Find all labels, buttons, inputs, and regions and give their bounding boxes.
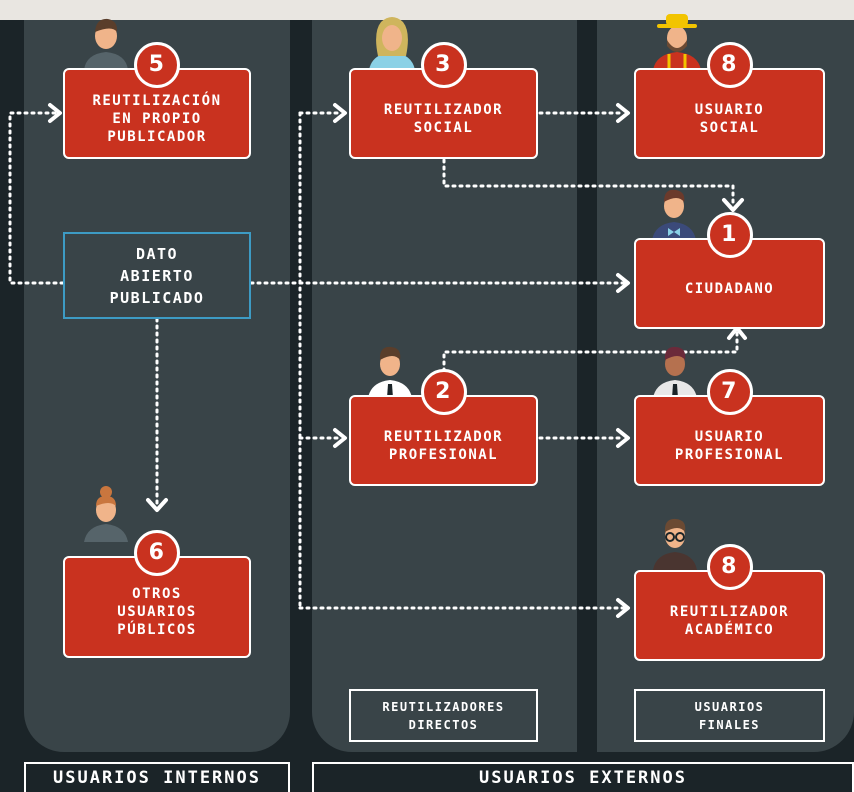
column-divider <box>577 20 597 752</box>
arrowhead-professional-reuser <box>333 428 347 448</box>
top-strip <box>0 0 854 20</box>
node-academic-reuser: 8 REUTILIZADOR ACADÉMICO <box>634 544 825 661</box>
person-man-icon <box>84 18 128 70</box>
arrowhead-other-public <box>146 498 168 512</box>
node-number-badge: 2 <box>420 369 467 415</box>
node-citizen: 1 CIUDADANO <box>634 212 825 329</box>
node-label: USUARIO SOCIAL <box>694 101 765 136</box>
person-woman-blonde-icon <box>369 17 415 70</box>
node-number-badge: 3 <box>420 42 467 88</box>
node-label: REUTILIZADOR ACADÉMICO <box>669 603 790 638</box>
arrowhead-professional-user <box>616 428 630 448</box>
node-other-public-users: 6 OTROS USUARIOS PÚBLICOS <box>63 530 251 658</box>
node-professional-user: 7 USUARIO PROFESIONAL <box>634 369 825 486</box>
arrowhead-social-reuser <box>333 103 347 123</box>
source-label: DATO ABIERTO PUBLICADO <box>109 244 205 307</box>
person-glasses-icon <box>653 518 697 570</box>
node-number-badge: 1 <box>706 212 753 258</box>
person-woman-bun-icon <box>84 486 128 542</box>
person-bowtie-icon <box>652 189 696 240</box>
arrowhead-citizen-top <box>722 198 744 212</box>
open-data-source-node: DATO ABIERTO PUBLICADO <box>63 232 251 319</box>
node-number-badge: 7 <box>706 369 753 415</box>
tag-final-users: USUARIOS FINALES <box>634 689 825 742</box>
person-hat-beard-icon <box>653 14 701 70</box>
arrowhead-citizen <box>616 273 630 293</box>
arrowhead-academic <box>616 598 630 618</box>
node-number-badge: 8 <box>706 544 753 590</box>
node-number-badge: 8 <box>706 42 753 88</box>
node-social-reuser: 3 REUTILIZADOR SOCIAL <box>349 42 538 159</box>
connector-source-to-reuse <box>8 111 65 285</box>
person-dark-skin-icon <box>653 346 697 398</box>
person-shirt-tie-icon <box>368 346 412 398</box>
node-reuse-own-publisher: 5 REUTILIZACIÓN EN PROPIO PUBLICADOR <box>63 42 251 159</box>
node-number-badge: 6 <box>134 530 180 576</box>
node-label: USUARIO PROFESIONAL <box>674 428 785 463</box>
node-label: REUTILIZADOR PROFESIONAL <box>383 428 504 463</box>
tag-direct-reusers: REUTILIZADORES DIRECTOS <box>349 689 538 742</box>
group-internal-users: USUARIOS INTERNOS <box>24 762 290 792</box>
node-label: CIUDADANO <box>684 280 775 297</box>
arrowhead-reuse <box>48 103 62 123</box>
node-label: REUTILIZACIÓN EN PROPIO PUBLICADOR <box>92 92 222 145</box>
arrowhead-social-user <box>616 103 630 123</box>
connector-social-reuser-to-citizen <box>442 158 735 208</box>
node-professional-reuser: 2 REUTILIZADOR PROFESIONAL <box>349 369 538 486</box>
node-social-user: 8 USUARIO SOCIAL <box>634 42 825 159</box>
group-external-users: USUARIOS EXTERNOS <box>312 762 854 792</box>
node-label: REUTILIZADOR SOCIAL <box>383 101 504 136</box>
node-number-badge: 5 <box>134 42 180 88</box>
node-label: OTROS USUARIOS PÚBLICOS <box>117 586 197 638</box>
